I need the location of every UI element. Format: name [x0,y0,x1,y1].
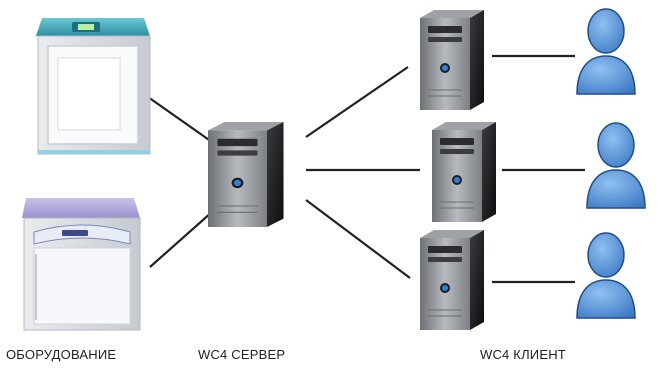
client-caption: WC4 КЛИЕНТ [480,347,566,362]
climate-chamber-icon [22,198,141,331]
incubator-icon [36,18,151,155]
client-tower-2-icon [431,121,497,223]
equipment-caption: ОБОРУДОВАНИЕ [6,347,117,362]
link-server-client3 [305,199,411,279]
connector-lines [147,54,585,284]
user-3-icon [576,232,636,319]
link-equipment2-server [149,211,213,268]
server-caption: WC4 СЕРВЕР [198,347,286,362]
link-server-client1 [305,66,409,138]
link-equipment1-server [147,96,213,143]
client-tower-3-icon [419,229,485,331]
user-1-icon [576,8,636,95]
user-2-icon [586,122,646,209]
server-icon [207,121,285,228]
client-tower-1-icon [419,9,485,111]
